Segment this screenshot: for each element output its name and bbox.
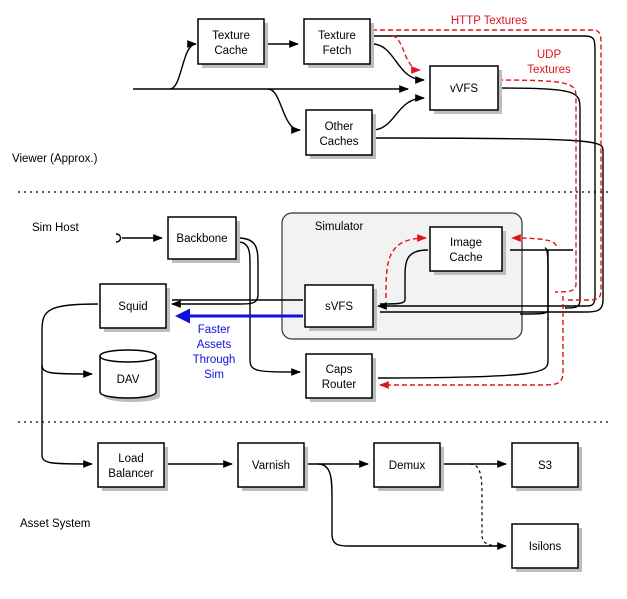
connectors <box>41 35 604 550</box>
node-texture-fetch-line1: Texture <box>318 30 356 42</box>
backbone-source-cap <box>115 233 122 243</box>
node-texture-fetch[interactable]: Texture Fetch <box>303 18 374 68</box>
node-isilons[interactable]: Isilons <box>511 523 582 572</box>
annotation-faster-line1: Faster <box>198 324 231 336</box>
annotation-http-textures: HTTP Textures <box>451 15 528 27</box>
annotation-udp-textures-line2: Textures <box>527 64 571 76</box>
node-isilons-label: Isilons <box>529 541 562 553</box>
node-svfs[interactable]: sVFS <box>304 284 377 331</box>
edge-http-to-vvfs <box>391 35 421 74</box>
node-texture-cache-line2: Cache <box>214 45 247 57</box>
node-s3[interactable]: S3 <box>511 442 582 491</box>
node-image-cache-line1: Image <box>450 237 482 249</box>
node-texture-cache-line1: Texture <box>212 30 250 42</box>
edge-squid-to-dav <box>41 303 99 378</box>
edge-backbone-to-squid <box>171 237 259 308</box>
edge-input-to-other-caches <box>267 88 301 134</box>
red-connectors <box>372 29 602 389</box>
annotation-faster-line4: Sim <box>204 369 224 381</box>
node-dav[interactable]: DAV <box>99 349 160 402</box>
edge-udp-textures <box>497 79 577 293</box>
node-s3-label: S3 <box>538 460 552 472</box>
node-backbone-label: Backbone <box>176 233 227 245</box>
section-label-asset-system: Asset System <box>20 518 90 530</box>
edge-red-to-image-cache-left <box>385 234 427 299</box>
edge-caps-router-right <box>377 318 549 379</box>
node-squid[interactable]: Squid <box>99 283 170 332</box>
node-demux[interactable]: Demux <box>373 442 444 491</box>
edge-image-cache-to-svfs <box>379 249 429 305</box>
node-texture-cache[interactable]: Texture Cache <box>197 18 268 68</box>
edge-red-to-caps-router <box>379 295 564 389</box>
node-load-balancer-line2: Balancer <box>108 468 154 480</box>
node-dav-label: DAV <box>117 374 140 386</box>
node-squid-label: Squid <box>118 301 147 313</box>
simulator-group-label: Simulator <box>315 221 364 233</box>
node-svfs-label: sVFS <box>325 301 353 313</box>
node-texture-fetch-line2: Fetch <box>323 45 352 57</box>
edge-other-caches-down <box>371 137 604 313</box>
node-other-caches-line2: Caches <box>320 136 359 148</box>
annotation-faster-line3: Through <box>193 354 236 366</box>
node-caps-router[interactable]: Caps Router <box>305 353 376 402</box>
edge-http-textures <box>372 29 602 301</box>
node-vvfs[interactable]: vVFS <box>429 65 502 114</box>
node-image-cache-line2: Cache <box>449 252 482 264</box>
annotation-udp-textures-line1: UDP <box>537 49 562 61</box>
node-vvfs-label: vVFS <box>450 83 478 95</box>
edge-texture-fetch-to-svfs <box>372 35 596 310</box>
node-varnish[interactable]: Varnish <box>237 442 308 491</box>
node-other-caches-line1: Other <box>325 121 354 133</box>
section-label-sim-host: Sim Host <box>32 222 79 234</box>
edge-red-to-image-cache-right <box>511 234 557 247</box>
node-varnish-label: Varnish <box>252 460 290 472</box>
edge-other-caches-to-vvfs <box>371 94 425 131</box>
node-caps-router-line2: Router <box>322 379 357 391</box>
node-load-balancer-line1: Load <box>118 453 144 465</box>
section-label-viewer: Viewer (Approx.) <box>12 153 98 165</box>
node-image-cache[interactable]: Image Cache <box>429 226 506 275</box>
edge-right-loop <box>519 247 549 315</box>
edge-input-to-texture-cache <box>169 40 197 90</box>
node-caps-router-line1: Caps <box>326 364 353 376</box>
node-load-balancer[interactable]: Load Balancer <box>97 442 168 491</box>
edge-varnish-to-isilons <box>317 463 507 550</box>
node-demux-label: Demux <box>389 460 426 472</box>
edge-texture-fetch-to-vvfs <box>371 43 425 84</box>
edge-backbone-to-caps-router <box>237 241 301 376</box>
edge-squid-to-load-balancer <box>41 365 93 468</box>
node-other-caches[interactable]: Other Caches <box>305 109 376 159</box>
edge-vvfs-down <box>497 87 581 309</box>
node-backbone[interactable]: Backbone <box>167 216 240 263</box>
edge-demux-to-isilons-dashed <box>469 463 507 547</box>
annotation-faster-line2: Assets <box>197 339 232 351</box>
